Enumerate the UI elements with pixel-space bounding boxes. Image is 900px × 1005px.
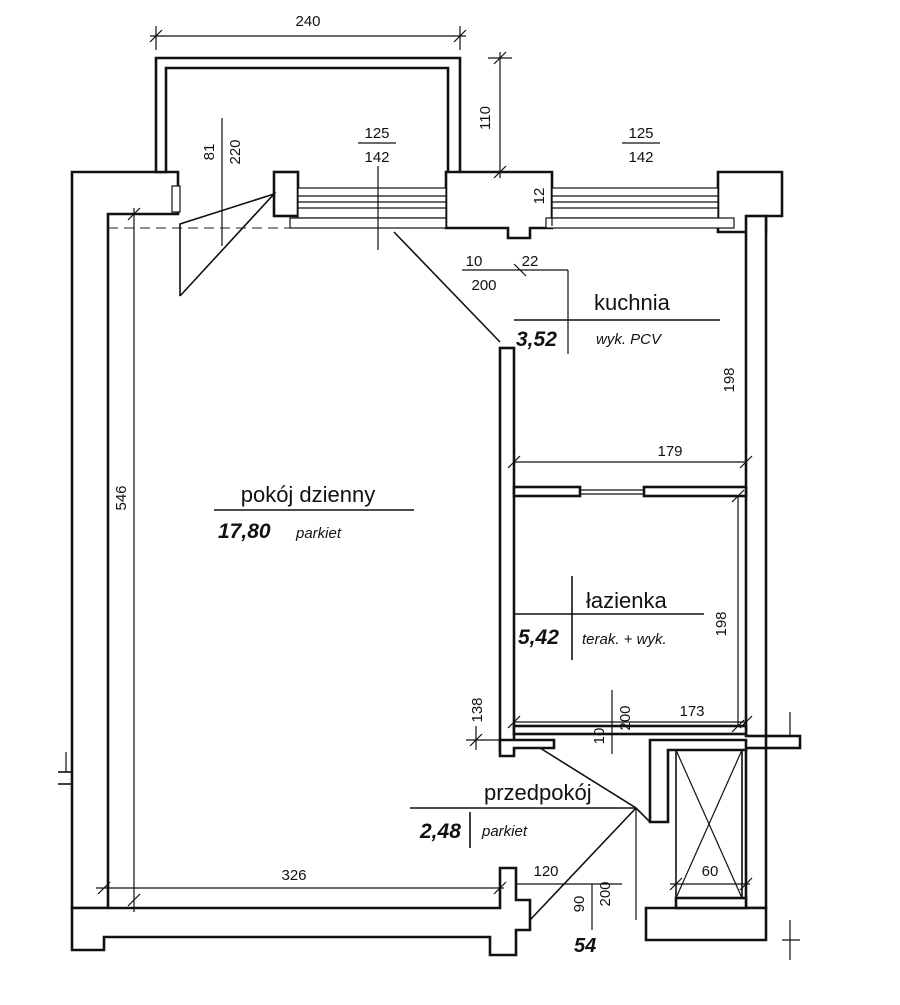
wall-left-outer (70, 170, 180, 910)
dim-window-right-width: 125 (628, 125, 653, 142)
dim-kitchen-depth: 198 (721, 367, 738, 392)
dim-kitchen-door-height: 200 (471, 277, 496, 294)
window-right (551, 187, 719, 219)
shaft-cap (674, 896, 748, 910)
room-name-bathroom: łazienka (586, 588, 667, 613)
dim-shaft-width: 60 (702, 863, 719, 880)
room-name-living: pokój dzienny (241, 482, 376, 507)
dim-balcony-depth: 110 (477, 106, 494, 130)
bath-door-leaf (635, 807, 651, 823)
room-material-hall: parkiet (481, 823, 528, 840)
window-right-sill (545, 217, 735, 229)
bath-door-swing (539, 747, 637, 809)
dim-bath-depth: 198 (713, 611, 730, 636)
entry-door-swing (529, 807, 637, 921)
room-area-bathroom: 5,42 (518, 626, 559, 649)
pier-left (272, 170, 300, 218)
room-material-kitchen: wyk. PCV (596, 331, 663, 348)
dim-entry-door-height: 200 (597, 881, 614, 906)
room-material-bathroom: terak. + wyk. (582, 631, 667, 648)
dim-balcony-door-width: 81 (201, 144, 218, 161)
room-name-kitchen: kuchnia (594, 290, 671, 315)
dim-window-sill: 12 (531, 188, 548, 205)
dim-living-width: 326 (281, 867, 306, 884)
dimension-lines (96, 26, 753, 930)
room-labels: pokój dzienny 17,80 parkiet kuchnia 3,52… (218, 290, 671, 957)
wall-bottom-outer (70, 866, 532, 957)
dim-bath-width: 173 (679, 703, 704, 720)
room-material-living: parkiet (295, 525, 342, 542)
room-area-hall: 2,48 (419, 820, 461, 843)
dimension-labels: 240 110 81 220 125 142 125 142 12 10 22 … (113, 13, 738, 912)
dim-kitchen-width: 179 (657, 443, 682, 460)
partition-kitchen-left (512, 485, 582, 498)
walls (58, 56, 802, 960)
doors (108, 192, 651, 921)
dim-living-length: 546 (113, 485, 130, 510)
dim-balcony-width: 240 (295, 13, 320, 30)
apartment-number: 54 (574, 935, 596, 957)
dim-balcony-door-height: 220 (227, 139, 244, 164)
window-left (297, 187, 447, 219)
windows (171, 185, 735, 229)
shaft-bottom (644, 906, 768, 942)
dim-kitchen-wall: 22 (522, 253, 539, 270)
room-area-kitchen: 3,52 (516, 328, 557, 351)
partition-kitchen-right (642, 485, 748, 498)
partition-vertical (498, 346, 516, 752)
dim-bath-door-width: 10 (591, 728, 608, 745)
hall-divider (648, 738, 748, 824)
dim-kitchen-door-width: 10 (466, 253, 483, 270)
dim-window-right-height: 142 (628, 149, 653, 166)
dim-window-left-height: 142 (364, 149, 389, 166)
partition-hook (498, 738, 556, 758)
ventilation-shaft (675, 749, 743, 899)
balcony-door-swing (179, 192, 277, 297)
room-name-hall: przedpokój (484, 780, 592, 805)
balcony-door-frame (171, 185, 181, 213)
room-area-living: 17,80 (218, 520, 271, 543)
kitchen-door-swing (393, 231, 501, 343)
dim-entry-door-width: 90 (571, 896, 588, 913)
dim-window-left-width: 125 (364, 125, 389, 142)
wall-right-outer (744, 214, 768, 738)
window-left-sill (289, 217, 447, 229)
dim-entry-width: 120 (533, 863, 558, 880)
dim-bath-door-height: 200 (617, 705, 634, 730)
dim-hall-wall: 138 (469, 697, 486, 722)
bath-bottom-wall (512, 724, 748, 736)
wall-stub-right-1 (764, 734, 802, 750)
